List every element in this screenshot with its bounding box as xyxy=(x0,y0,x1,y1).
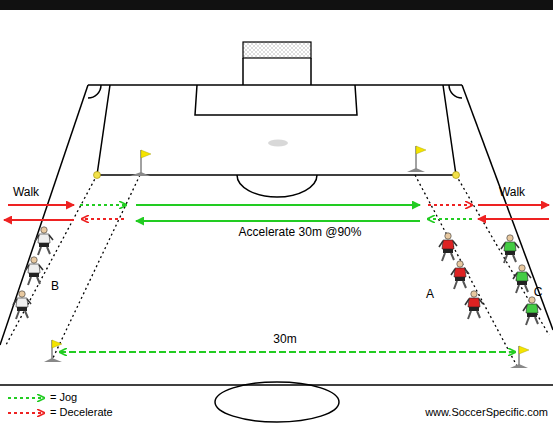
distance-label: 30m xyxy=(271,333,298,347)
legend-text: = Decelerate xyxy=(50,406,113,419)
walk-label: Walk xyxy=(13,186,39,200)
walk-label: Walk xyxy=(499,186,525,200)
group-letter: B xyxy=(51,280,59,294)
watermark: www.SoccerSpecific.com xyxy=(425,406,548,419)
group-letter: C xyxy=(534,286,543,300)
group-letter: A xyxy=(426,288,434,302)
legend-text: = Jog xyxy=(50,391,77,404)
drill-instruction: Accelerate 30m @90% xyxy=(237,226,364,240)
